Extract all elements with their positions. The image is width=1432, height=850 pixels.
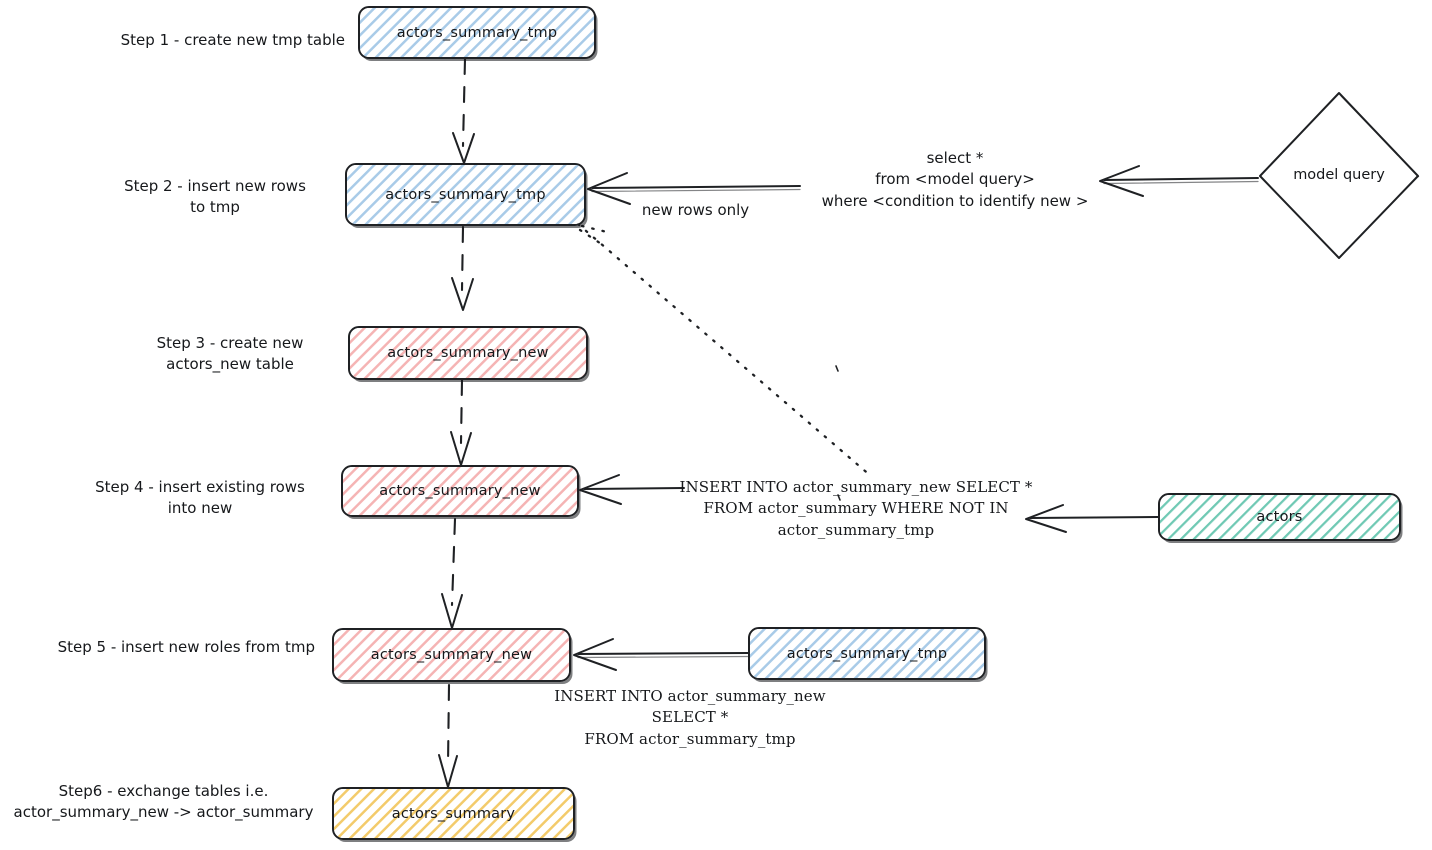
node-label: actors_summary_new [370, 647, 533, 663]
edge-actors-to-insert-note [1025, 504, 1159, 533]
step4-label: Step 4 - insert existing rows into new [95, 478, 305, 518]
node-label: actors_summary_tmp [396, 24, 558, 41]
step3-label: Step 3 - create new actors_new table [156, 334, 304, 374]
node-fill [1160, 495, 1399, 539]
step1-label: Step 1 - create new tmp table [120, 31, 345, 49]
edge-tmp2-dotted-to-insert-note [576, 222, 874, 479]
step6-label: Step6 - exchange tables i.e. actor_summa… [13, 782, 314, 822]
step5-label: Step 5 - insert new roles from tmp [57, 638, 315, 656]
edge-new3-to-new4 [450, 378, 472, 466]
node-label: actors_summary_tmp [385, 186, 546, 203]
node-fill [360, 8, 594, 57]
node-actors-summary-tmp-step5-source[interactable]: actors_summary_tmp [748, 627, 986, 680]
node-label: actors_summary_new [379, 483, 541, 499]
edge-tmp5-to-new5 [573, 638, 749, 671]
node-actors-summary-new-step5[interactable]: actors_summary_new [332, 628, 571, 682]
edge-tmp2-to-new3 [451, 225, 474, 311]
node-actors-summary-new-step3[interactable]: actors_summary_new [348, 326, 588, 380]
edge-insert-note-to-new4 [579, 474, 685, 505]
node-actors-summary-step6[interactable]: actors_summary [332, 787, 575, 840]
node-actors-source[interactable]: actors [1158, 493, 1401, 541]
node-fill [750, 629, 984, 678]
model-query-sql-note: select * from <model query> where <condi… [821, 149, 1089, 210]
step2-label: Step 2 - insert new rows to tmp [124, 177, 306, 217]
insert-existing-sql-note: INSERT INTO actor_summary_new SELECT * F… [679, 478, 1033, 539]
node-fill [350, 328, 586, 378]
stray-mark-1 [835, 365, 839, 372]
node-model-query-label[interactable]: model query [1293, 167, 1385, 183]
edge-tmp1-to-tmp2 [452, 57, 475, 164]
node-label: actors_summary_tmp [786, 645, 948, 662]
edge-model-to-sql-note [1099, 165, 1259, 197]
node-fill [334, 630, 569, 680]
node-actors-summary-tmp-step1[interactable]: actors_summary_tmp [358, 6, 596, 59]
new-rows-only-note: new rows only [641, 201, 750, 219]
node-label: actors_summary_new [387, 345, 549, 361]
node-fill [347, 165, 584, 224]
edge-new5-to-summary [438, 683, 458, 788]
node-actors-summary-new-step4[interactable]: actors_summary_new [341, 465, 579, 517]
node-label: actors [1256, 509, 1303, 525]
node-actors-summary-tmp-step2[interactable]: actors_summary_tmp [345, 163, 586, 226]
edge-new4-to-new5 [441, 517, 463, 629]
node-fill [334, 789, 573, 838]
insert-from-tmp-sql-note: INSERT INTO actor_summary_new SELECT * F… [554, 687, 826, 748]
node-label: actors_summary [391, 805, 516, 822]
node-fill [343, 467, 577, 515]
